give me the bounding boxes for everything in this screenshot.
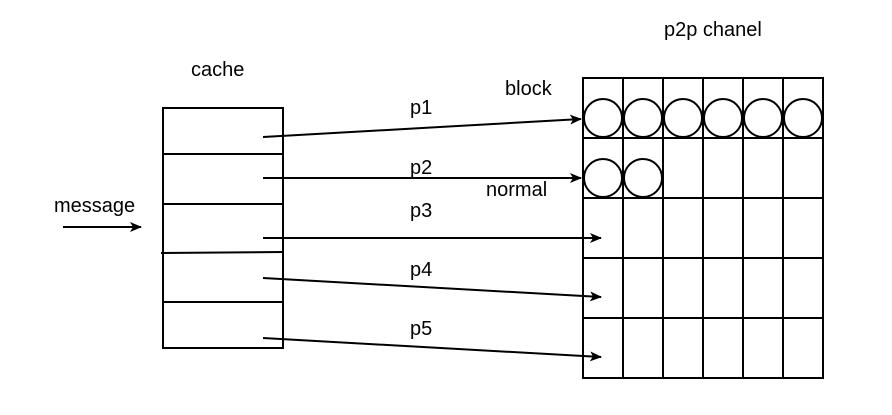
path-label-p5: p5 (410, 318, 432, 340)
channel-title: p2p chanel (664, 19, 762, 41)
path-label-p2: p2 (410, 157, 432, 179)
channel-grid (582, 77, 824, 379)
cache-box (160, 107, 284, 349)
message-circle (783, 98, 823, 138)
path-arrow-p1 (262, 114, 582, 138)
normal-label: normal (486, 179, 547, 201)
block-label: block (505, 78, 553, 100)
message-circle (743, 98, 783, 138)
message-circle (623, 98, 663, 138)
cache-slot-divider (160, 251, 284, 254)
cache-outline (162, 107, 284, 349)
path-label-p4: p4 (410, 259, 432, 281)
path-arrow-p4 (262, 277, 602, 302)
path-arrow-p5 (262, 337, 602, 362)
message-circle (663, 98, 703, 138)
message-circle (583, 158, 623, 198)
path-label-p3: p3 (410, 200, 432, 222)
queued-messages (583, 98, 823, 198)
cache-title: cache (191, 59, 244, 81)
message-circle (583, 98, 623, 138)
path-label-p1: p1 (410, 97, 432, 119)
message-label: message (54, 195, 135, 217)
message-circle (623, 158, 663, 198)
message-circle (703, 98, 743, 138)
